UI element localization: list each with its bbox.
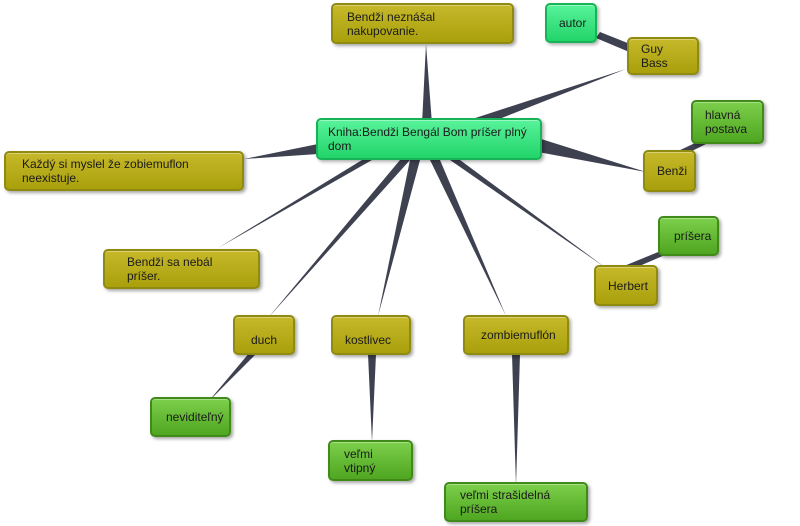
link-center-nebal [218, 160, 372, 248]
node-nakupovanie[interactable]: Bendži neznášal nakupovanie. [331, 3, 514, 44]
node-prisera[interactable]: príšera [658, 216, 719, 256]
node-zobiemuflon[interactable]: Každý si myslel že zobiemuflon neexistuj… [4, 151, 244, 191]
link-kostlivec-velmi-vtipny [368, 354, 376, 442]
node-zombiemuflon[interactable]: zombiemuflón [463, 315, 569, 355]
node-neviditelny[interactable]: neviditeľný [150, 397, 231, 437]
link-zombiemuflon-strasidelna [512, 354, 520, 486]
node-autor[interactable]: autor [545, 3, 597, 43]
link-center-nakupovanie [422, 44, 432, 124]
node-kostlivec[interactable]: kostlivec [331, 315, 411, 355]
node-herbert[interactable]: Herbert [594, 265, 658, 306]
link-duch-neviditelny [208, 352, 258, 402]
link-center-zobiemuflon [244, 144, 318, 159]
link-center-duch [268, 160, 410, 318]
node-velmi-vtipny[interactable]: veľmi vtipný [328, 440, 413, 481]
node-benzi[interactable]: Benži [643, 150, 696, 192]
node-nebal-priser[interactable]: Bendži sa nebál príšer. [103, 249, 260, 289]
node-center[interactable]: Kniha:Bendži Bengál Bom príšer plný dom [316, 118, 542, 160]
node-guy-bass[interactable]: Guy Bass [627, 37, 699, 75]
link-center-kostlivec [378, 160, 420, 316]
link-center-guybass [460, 69, 626, 132]
link-center-benzi [538, 138, 646, 172]
node-hlavna-postava[interactable]: hlavná postava [691, 100, 764, 144]
node-duch[interactable]: duch [233, 315, 295, 355]
link-center-zombiemuflon [430, 160, 506, 316]
node-velmi-strasidelna-prisera[interactable]: veľmi strašidelná príšera [444, 482, 588, 522]
link-center-herbert [450, 160, 606, 268]
